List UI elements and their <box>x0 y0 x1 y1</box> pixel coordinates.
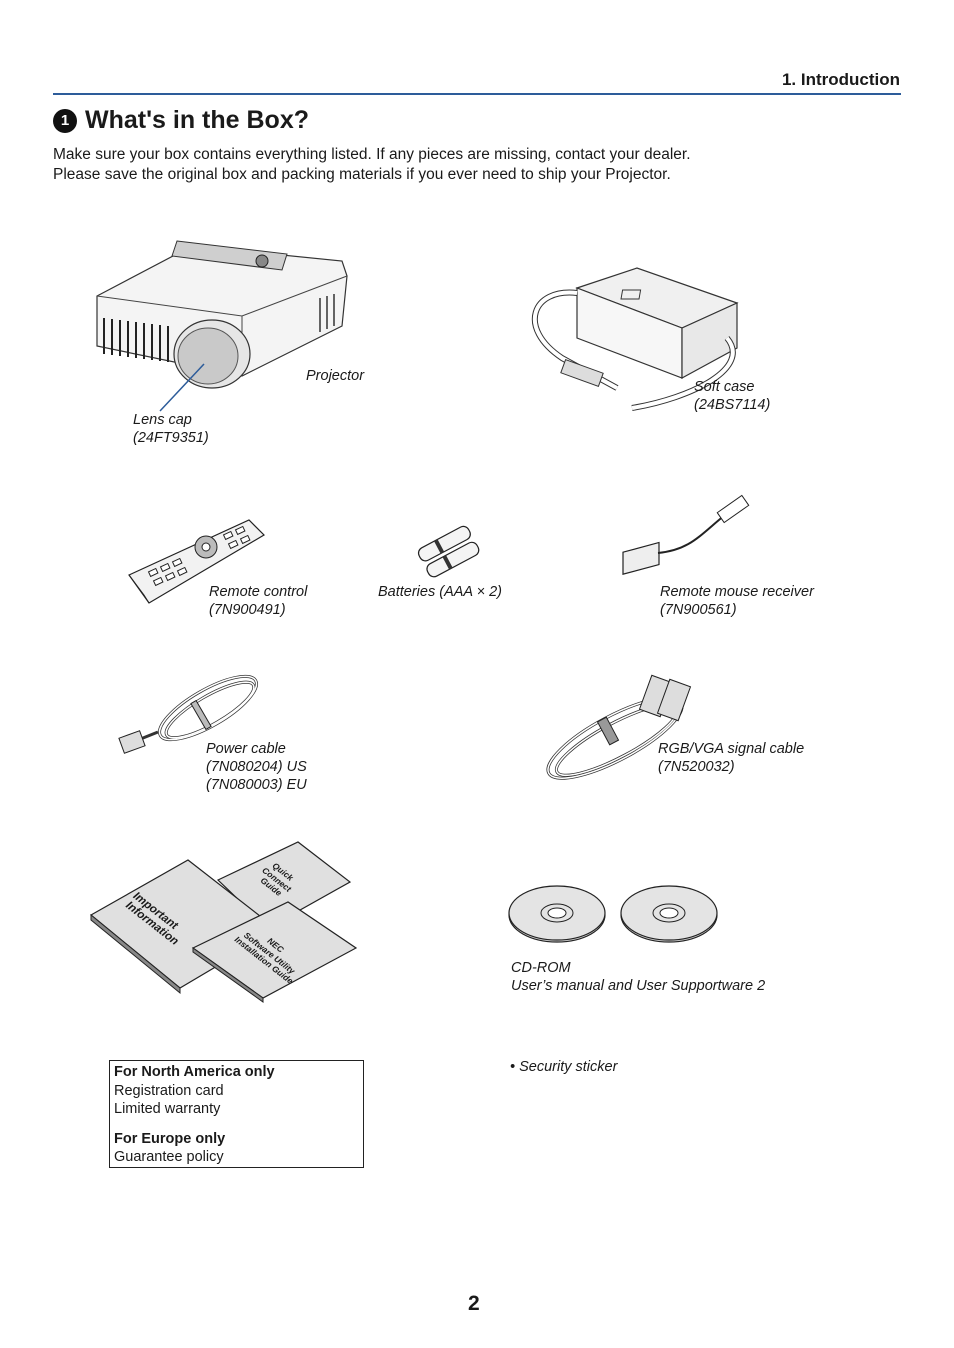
north-america-heading: For North America only <box>114 1064 275 1080</box>
caption-power-cable: Power cable (7N080204) US (7N080003) EU <box>206 741 307 793</box>
guarantee-policy-item: Guarantee policy <box>114 1149 224 1165</box>
power-cable-illustration <box>118 674 258 754</box>
page-title-text: What's in the Box? <box>85 106 309 134</box>
caption-batteries: Batteries (AAA × 2) <box>378 584 502 600</box>
cdrom-illustration <box>508 885 718 943</box>
registration-card-item: Registration card <box>114 1082 224 1099</box>
caption-soft-case: Soft case (24BS7114) <box>694 379 771 413</box>
caption-cdrom: CD-ROM User’s manual and User Supportwar… <box>511 960 766 994</box>
caption-rgb-cable: RGB/VGA signal cable (7N520032) <box>658 741 805 775</box>
page-title: 1 What's in the Box? <box>53 106 309 135</box>
title-number-badge: 1 <box>53 108 77 133</box>
page-number: 2 <box>468 1292 480 1315</box>
europe-heading: For Europe only <box>114 1130 226 1147</box>
remote-control-illustration <box>128 519 265 604</box>
limited-warranty-item: Limited warranty <box>114 1101 221 1117</box>
caption-mouse-receiver: Remote mouse receiver (7N900561) <box>660 584 814 618</box>
booklets-illustration <box>89 841 358 1003</box>
soft-case-illustration <box>531 267 739 411</box>
section-title: 1. Introduction <box>781 70 900 89</box>
projector-illustration <box>96 240 348 412</box>
security-sticker-item: • Security sticker <box>510 1059 618 1075</box>
intro-text: Make sure your box contains everything l… <box>53 145 691 184</box>
intro-line-2: Please save the original box and packing… <box>53 165 671 183</box>
caption-lens-cap: Lens cap (24FT9351) <box>133 412 209 446</box>
mouse-receiver-illustration <box>622 494 750 575</box>
caption-remote-control: Remote control (7N900491) <box>209 584 308 618</box>
regional-items-box: For North America only Registration card… <box>109 1060 364 1168</box>
batteries-illustration <box>417 525 480 578</box>
intro-line-1: Make sure your box contains everything l… <box>53 146 691 163</box>
rgb-cable-illustration <box>546 674 692 780</box>
header-rule <box>53 93 901 95</box>
caption-projector: Projector <box>306 368 365 384</box>
